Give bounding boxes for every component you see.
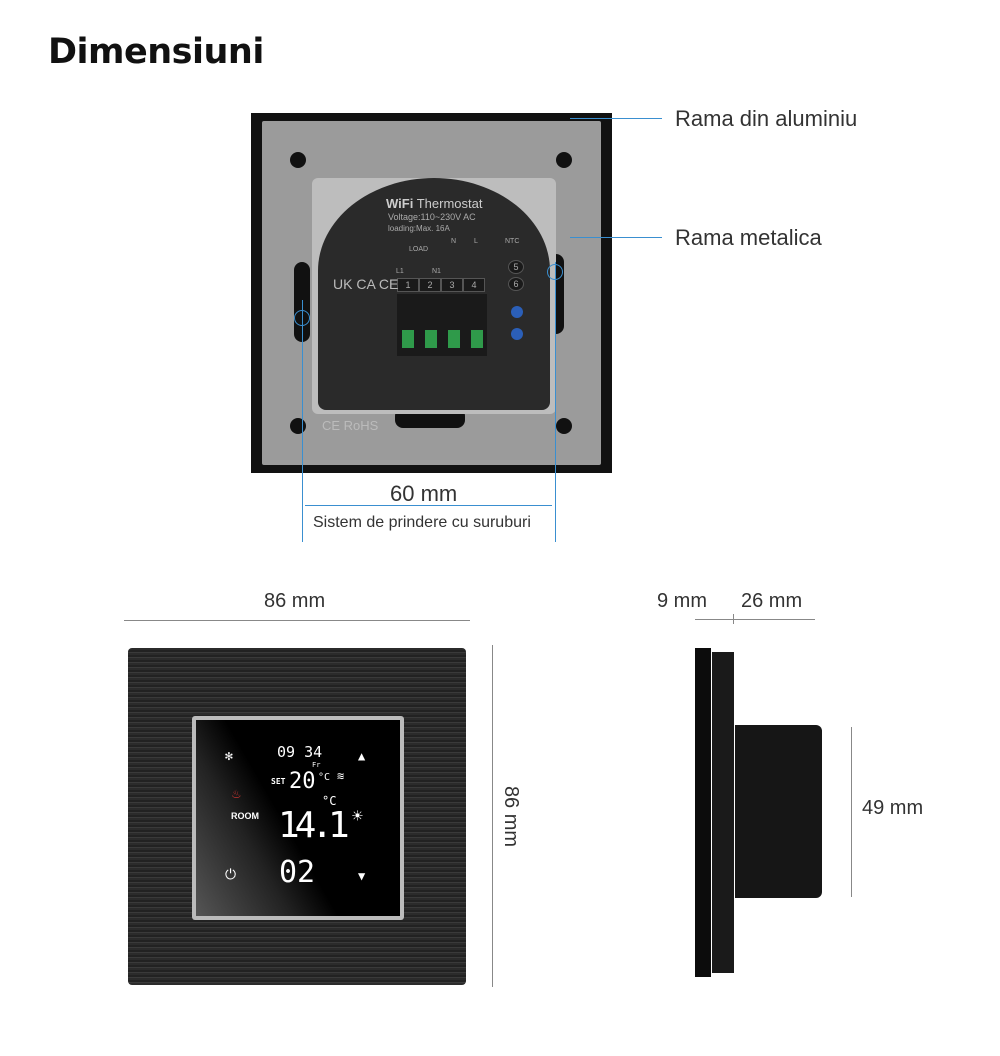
program-number: 02 xyxy=(279,855,316,890)
mount-caption: Sistem de prindere cu suruburi xyxy=(313,514,531,531)
dimension-tick xyxy=(733,614,734,624)
mount-hole xyxy=(290,152,306,168)
mount-distance: 60 mm xyxy=(390,481,458,506)
n1-label: N1 xyxy=(432,268,441,275)
module-brand: WiFi xyxy=(386,196,414,211)
width-dimension-line xyxy=(124,620,470,621)
crosshair-icon xyxy=(294,310,310,326)
front-width: 86 mm xyxy=(264,590,326,612)
clock-time: 09 34 xyxy=(277,743,323,761)
l-label: L xyxy=(474,238,478,245)
sun-icon: ☀ xyxy=(352,806,363,827)
terminal: 1 xyxy=(397,278,419,292)
screw-icon xyxy=(511,328,523,340)
down-arrow-button[interactable]: ▼ xyxy=(358,869,366,883)
room-temperature: 14.1 xyxy=(278,805,350,846)
metal-frame-label: Rama metalica xyxy=(675,225,822,250)
mount-hole xyxy=(556,152,572,168)
set-temperature: 20 xyxy=(289,769,316,794)
set-unit: °C xyxy=(318,772,331,783)
thermostat-display xyxy=(196,720,400,916)
terminal-connector xyxy=(448,330,460,348)
module-name: Thermostat xyxy=(416,196,483,211)
depth-dimension-line xyxy=(695,619,815,620)
plate-marks: CE RoHS xyxy=(322,418,379,433)
flame-icon: ♨ xyxy=(232,786,241,802)
room-unit: °C xyxy=(322,794,337,808)
mount-hole xyxy=(556,418,572,434)
room-label: ROOM xyxy=(231,811,259,821)
ntc-terminal: 6 xyxy=(508,277,524,291)
load-label: LOAD xyxy=(409,246,429,253)
module-voltage: Voltage:110~230V AC xyxy=(388,212,476,222)
weekday: Fr xyxy=(312,761,321,769)
body-height-line xyxy=(851,727,852,897)
terminal: 3 xyxy=(441,278,463,292)
height-dimension-line xyxy=(492,645,493,987)
mount-guide-line xyxy=(555,262,556,542)
plate-depth: 9 mm xyxy=(657,590,707,612)
set-label: SET xyxy=(271,777,286,786)
crosshair-icon xyxy=(547,264,563,280)
terminal-connector xyxy=(471,330,483,348)
wifi-icon: ≋ xyxy=(337,769,345,783)
front-height: 86 mm xyxy=(500,785,523,848)
side-front-plate xyxy=(695,648,711,977)
certification-marks: UK CA CE xyxy=(333,276,399,292)
l1-label: L1 xyxy=(396,268,404,275)
terminal: 2 xyxy=(419,278,441,292)
mount-hole xyxy=(290,418,306,434)
n-label: N xyxy=(451,238,457,245)
ntc-terminal: 5 xyxy=(508,260,524,274)
terminal-connector xyxy=(425,330,437,348)
screw-icon xyxy=(511,306,523,318)
body-depth: 26 mm xyxy=(741,590,803,612)
callout-line xyxy=(570,237,662,238)
callout-line xyxy=(570,118,662,119)
power-icon[interactable]: ⏻ xyxy=(225,867,237,883)
ntc-label: NTC xyxy=(505,238,520,245)
mount-guide-line xyxy=(302,300,303,542)
body-height: 49 mm xyxy=(862,797,924,819)
settings-icon[interactable]: ✻ xyxy=(225,749,233,764)
terminal-connector xyxy=(402,330,414,348)
up-arrow-button[interactable]: ▲ xyxy=(358,749,366,763)
terminal: 4 xyxy=(463,278,485,292)
terminal-block: 1 2 3 4 xyxy=(397,278,485,292)
page-title: Dimensiuni xyxy=(48,32,264,72)
module-loading: loading:Max. 16A xyxy=(388,224,450,233)
side-frame xyxy=(712,652,734,973)
dimension-line xyxy=(305,505,552,506)
aluminum-frame-label: Rama din aluminiu xyxy=(675,106,858,131)
side-body xyxy=(735,725,822,898)
